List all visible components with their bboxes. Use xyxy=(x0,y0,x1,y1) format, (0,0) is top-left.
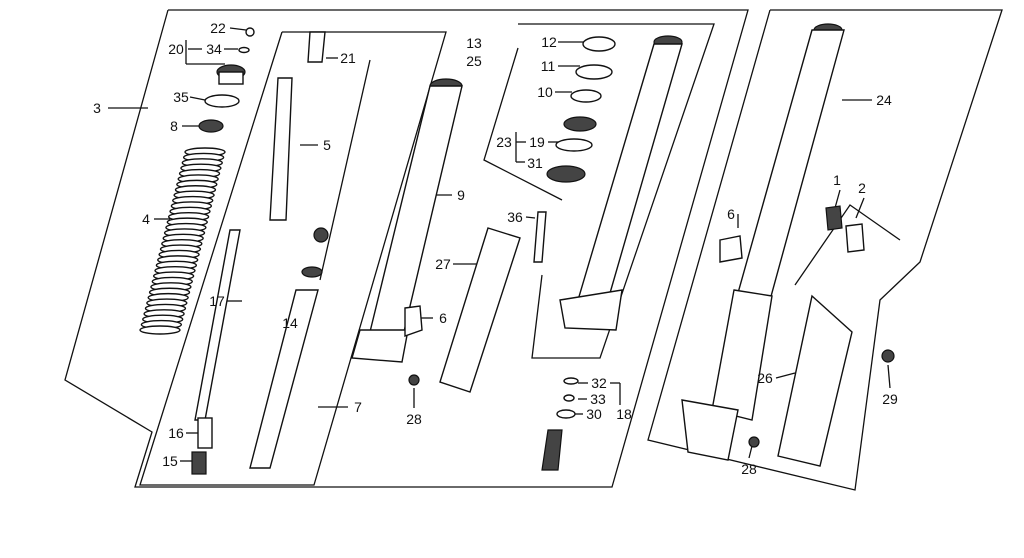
callout-3: 3 xyxy=(93,100,101,116)
group-outline-24-inner xyxy=(794,204,901,286)
callout-28a: 28 xyxy=(406,411,422,427)
assembled-fork-24 xyxy=(681,23,895,467)
group-outline-13 xyxy=(518,23,715,359)
callout-9: 9 xyxy=(457,187,465,203)
callout-6b: 6 xyxy=(727,206,735,222)
callout-6a: 6 xyxy=(439,310,447,326)
callout-18: 18 xyxy=(616,406,632,422)
callout-32: 32 xyxy=(591,375,607,391)
callout-23: 23 xyxy=(496,134,512,150)
leader-line xyxy=(775,372,796,379)
fork-spring xyxy=(139,147,226,335)
callout-7: 7 xyxy=(354,399,362,415)
leader-line xyxy=(748,445,753,459)
fork-guard-27 xyxy=(408,227,521,393)
leader-line xyxy=(855,197,865,219)
callout-25: 25 xyxy=(466,53,482,69)
inner-tube-13 xyxy=(533,35,683,471)
group-outline-24 xyxy=(647,9,1003,491)
damper-rod xyxy=(191,31,371,475)
leader-line xyxy=(887,364,891,389)
callout-2: 2 xyxy=(858,180,866,196)
callout-33: 33 xyxy=(590,391,606,407)
outer-tube-9 xyxy=(351,78,463,363)
callout-30: 30 xyxy=(586,406,602,422)
callout-31: 31 xyxy=(527,155,543,171)
callout-34: 34 xyxy=(206,41,222,57)
callout-8: 8 xyxy=(170,118,178,134)
spring-coil xyxy=(139,325,181,335)
callout-4: 4 xyxy=(142,211,150,227)
callout-14: 14 xyxy=(282,315,298,331)
callout-36: 36 xyxy=(507,209,523,225)
callout-29: 29 xyxy=(882,391,898,407)
callout-5: 5 xyxy=(323,137,331,153)
leader-line xyxy=(525,216,536,219)
leader-line xyxy=(189,96,206,101)
callout-27: 27 xyxy=(435,256,451,272)
callout-35: 35 xyxy=(173,89,189,105)
callout-28b: 28 xyxy=(741,461,757,477)
callout-20: 20 xyxy=(168,41,184,57)
callout-19: 19 xyxy=(529,134,545,150)
callout-1: 1 xyxy=(833,172,841,188)
callout-26: 26 xyxy=(757,370,773,386)
callout-21: 21 xyxy=(340,50,356,66)
group-outline-3 xyxy=(64,9,749,488)
callout-15: 15 xyxy=(162,453,178,469)
callout-13: 13 xyxy=(466,35,482,51)
fork-cap-assembly xyxy=(198,27,255,133)
leader-line xyxy=(229,27,247,31)
callout-22: 22 xyxy=(210,20,226,36)
callout-17: 17 xyxy=(209,293,225,309)
callout-11: 11 xyxy=(540,58,556,74)
group-outline-7 xyxy=(139,31,447,486)
callout-24: 24 xyxy=(876,92,892,108)
leader-line xyxy=(834,189,841,209)
callout-12: 12 xyxy=(541,34,557,50)
callout-10: 10 xyxy=(537,84,553,100)
callout-16: 16 xyxy=(168,425,184,441)
group-outline-13-inner xyxy=(483,47,563,201)
